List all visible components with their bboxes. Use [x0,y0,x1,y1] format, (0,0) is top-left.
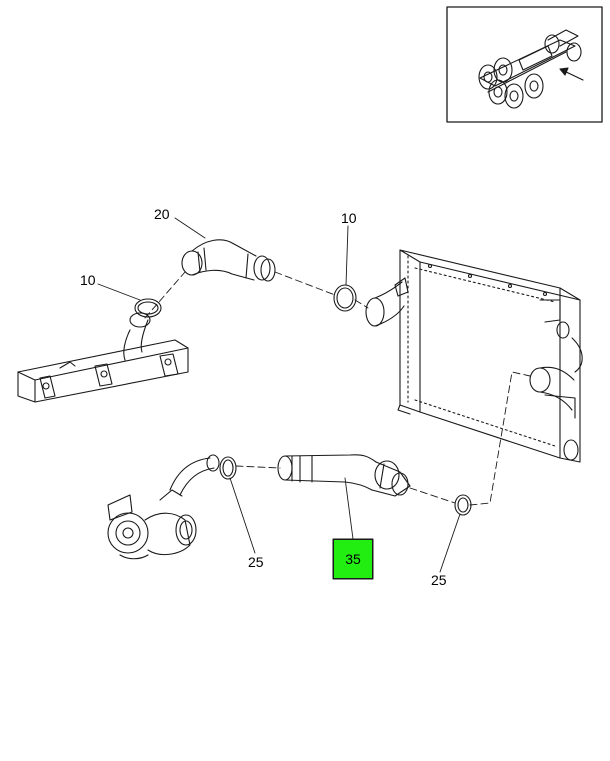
turbocharger [107,454,220,560]
intake-manifold [17,312,189,403]
callout-10-right[interactable]: 10 [341,210,357,226]
callout-20[interactable]: 20 [154,206,170,222]
hose-20 [181,239,276,282]
cooler-outlet [529,366,575,411]
clamp-25-left [219,456,237,480]
leader-lines [97,217,461,573]
clamp-25-right [454,494,472,516]
alignment-lines [144,271,531,506]
callout-10-left[interactable]: 10 [80,272,96,288]
locator-inset [446,6,603,123]
locator-arrow-icon [559,67,584,81]
clamp-10-right [333,284,357,312]
charge-air-cooler [394,249,583,463]
hose-35 [277,454,411,497]
cooler-inlet [365,281,405,327]
truck-chassis-locator-icon [478,29,582,109]
callout-25-left[interactable]: 25 [248,554,264,570]
callout-25-right[interactable]: 25 [431,572,447,588]
callout-35[interactable]: 35 [333,539,373,579]
